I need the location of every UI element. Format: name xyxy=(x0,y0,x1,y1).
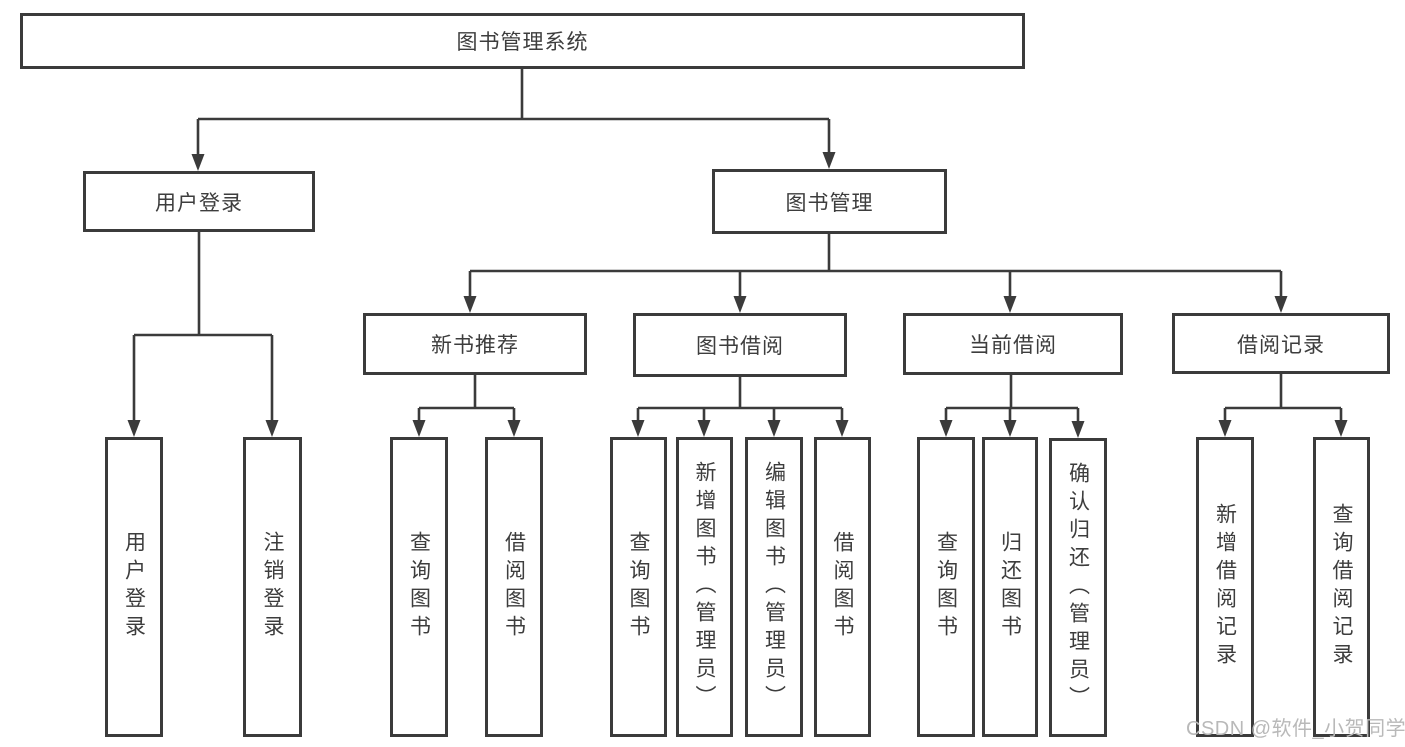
node-root-system: 图书管理系统 xyxy=(20,13,1025,69)
arrow-down-icon xyxy=(1071,421,1085,438)
leaf-add-book-admin: 新增图书（管理员） xyxy=(676,437,733,737)
arrow-down-icon xyxy=(822,152,836,169)
arrow-down-icon xyxy=(1274,296,1288,313)
node-label: 用户登录 xyxy=(122,531,146,643)
node-label: 编辑图书（管理员） xyxy=(762,461,786,713)
leaf-query-borrow-record: 查询借阅记录 xyxy=(1313,437,1370,737)
arrow-down-icon xyxy=(697,420,711,437)
leaf-borrow-books-2: 借阅图书 xyxy=(814,437,871,737)
leaf-query-books-2: 查询图书 xyxy=(610,437,667,737)
arrowheads xyxy=(127,152,1348,438)
leaf-query-books-3: 查询图书 xyxy=(917,437,975,737)
node-label: 查询图书 xyxy=(934,531,958,643)
node-book-borrowing: 图书借阅 xyxy=(633,313,847,377)
arrow-down-icon xyxy=(1003,296,1017,313)
arrow-down-icon xyxy=(767,420,781,437)
node-label: 借阅记录 xyxy=(1237,333,1325,357)
node-label: 新书推荐 xyxy=(431,334,519,357)
node-borrow-records: 借阅记录 xyxy=(1172,313,1390,374)
node-label: 图书管理 xyxy=(785,191,874,215)
leaf-add-borrow-record: 新增借阅记录 xyxy=(1196,437,1254,737)
arrow-down-icon xyxy=(939,420,953,437)
csdn-watermark: CSDN @软件_小贺同学 xyxy=(1186,718,1405,740)
arrow-down-icon xyxy=(1334,420,1348,437)
arrow-down-icon xyxy=(265,420,279,437)
arrow-down-icon xyxy=(412,420,426,437)
arrow-down-icon xyxy=(733,296,747,313)
leaf-logout: 注销登录 xyxy=(243,437,302,737)
node-book-management: 图书管理 xyxy=(712,169,947,234)
arrow-down-icon xyxy=(127,420,141,437)
node-label: 确认归还（管理员） xyxy=(1066,461,1090,714)
leaf-user-login: 用户登录 xyxy=(105,437,163,737)
node-label: 归还图书 xyxy=(998,531,1022,643)
node-label: 用户登录 xyxy=(155,191,243,215)
node-new-book-recommend: 新书推荐 xyxy=(363,313,587,375)
node-label: 查询借阅记录 xyxy=(1330,503,1353,671)
leaf-return-book: 归还图书 xyxy=(982,437,1038,737)
leaf-borrow-books-1: 借阅图书 xyxy=(485,437,543,737)
node-label: 图书借阅 xyxy=(696,335,784,358)
leaf-confirm-return-admin: 确认归还（管理员） xyxy=(1049,438,1107,737)
node-current-borrowing: 当前借阅 xyxy=(903,313,1123,375)
leaf-query-books-1: 查询图书 xyxy=(390,437,448,737)
node-label: 查询图书 xyxy=(627,531,650,643)
arrow-down-icon xyxy=(631,420,645,437)
arrow-down-icon xyxy=(507,420,521,437)
arrow-down-icon xyxy=(463,296,477,313)
arrow-down-icon xyxy=(1218,420,1232,437)
node-label: 新增借阅记录 xyxy=(1213,503,1237,671)
leaf-edit-book-admin: 编辑图书（管理员） xyxy=(745,437,803,737)
node-label: 查询图书 xyxy=(407,531,431,643)
arrow-down-icon xyxy=(1003,420,1017,437)
arrow-down-icon xyxy=(835,420,849,437)
node-label: 当前借阅 xyxy=(969,334,1057,357)
node-label: 借阅图书 xyxy=(502,531,526,643)
node-user-login: 用户登录 xyxy=(83,171,315,232)
node-label: 注销登录 xyxy=(261,531,284,643)
arrow-down-icon xyxy=(191,154,205,171)
node-label: 新增图书（管理员） xyxy=(693,461,716,713)
node-label: 借阅图书 xyxy=(831,531,854,643)
node-label: 图书管理系统 xyxy=(456,31,589,54)
